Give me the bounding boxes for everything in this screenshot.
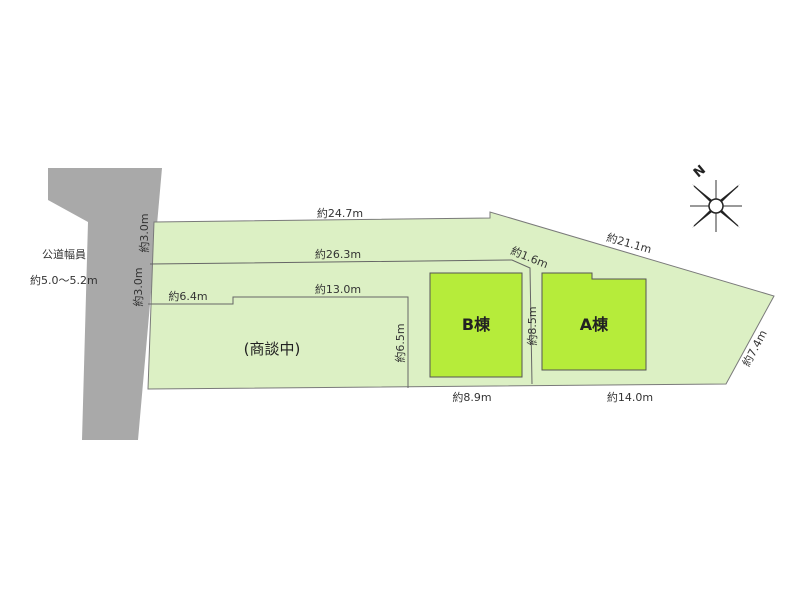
road-label-title: 公道幅員: [42, 247, 86, 261]
inner-boundary-line: [149, 259, 533, 385]
sublot-boundary-line: [148, 296, 409, 388]
dim-inner-boundary: 約26.3m: [315, 247, 361, 261]
lot-status-label: (商談中): [244, 340, 301, 358]
dim-bottom-a: 約14.0m: [607, 390, 653, 404]
dim-left-lower: 約3.0m: [131, 267, 145, 306]
building-b: [429, 272, 523, 378]
building-a-label: A棟: [580, 315, 609, 334]
building-a: [541, 272, 647, 371]
dim-bottom-b: 約8.9m: [452, 390, 491, 404]
compass-north-label: N: [691, 163, 709, 181]
road-label-width: 約5.0～5.2m: [30, 273, 98, 287]
public-road: [48, 168, 162, 440]
dim-sublot-left: 約6.4m: [168, 289, 207, 303]
dim-left-upper: 約3.0m: [137, 213, 151, 252]
dim-between-buildings: 約8.5m: [525, 306, 539, 345]
dim-sublot-top: 約13.0m: [315, 282, 361, 296]
dim-top-boundary: 約24.7m: [317, 206, 363, 220]
dim-sublot-depth: 約6.5m: [393, 323, 407, 362]
building-b-label: B棟: [462, 315, 491, 334]
compass-rose-icon: [690, 180, 742, 232]
